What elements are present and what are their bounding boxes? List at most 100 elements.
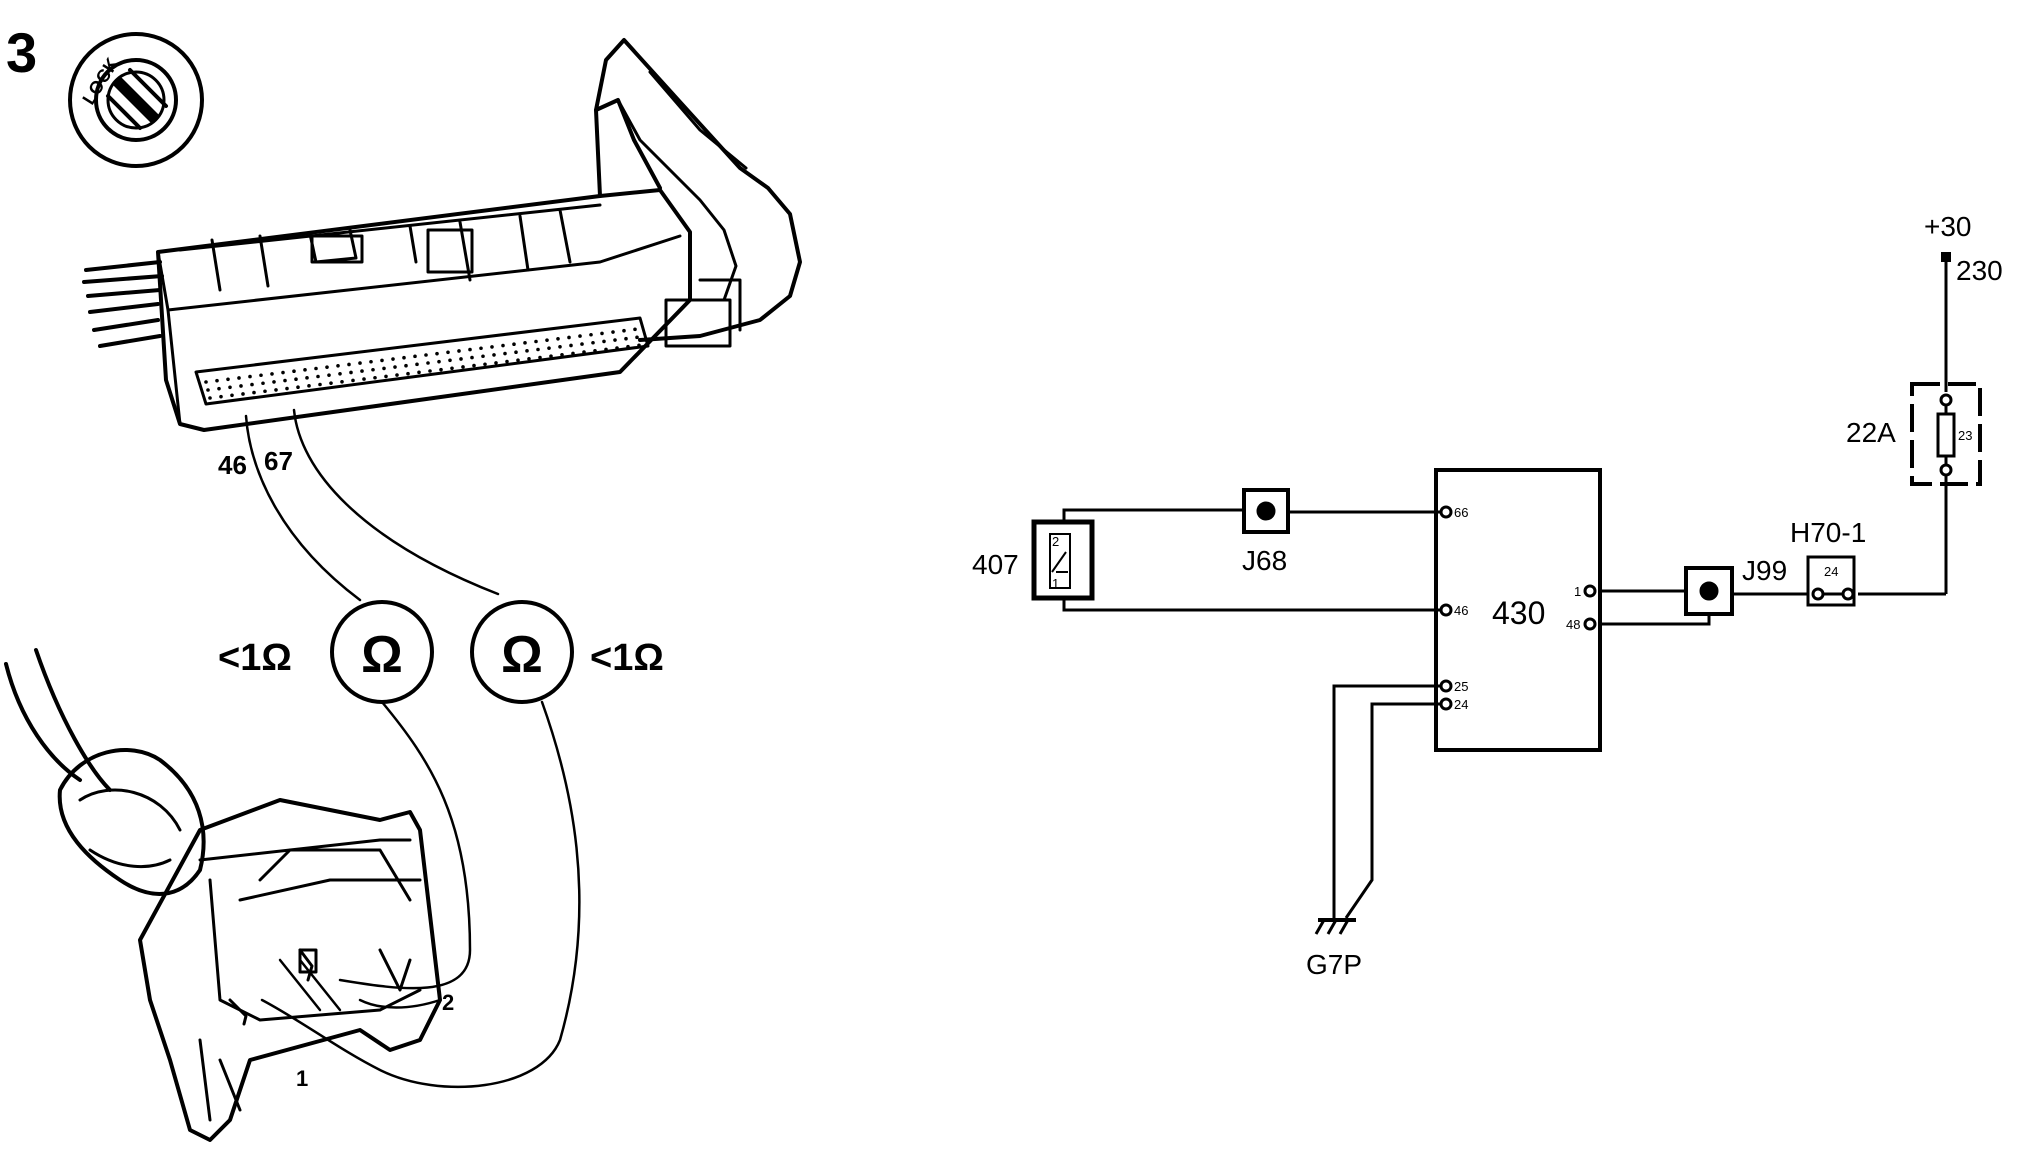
- connector-pin: [424, 353, 428, 357]
- ecu-pin-46: 46: [218, 450, 247, 480]
- connector-pin: [591, 340, 595, 345]
- connector-pin: [556, 337, 560, 341]
- connector-pin: [307, 384, 311, 388]
- connector-pin: [611, 330, 615, 334]
- connector-pin: [494, 361, 498, 365]
- connector-pin: [347, 362, 351, 367]
- connector-pin: [483, 362, 487, 367]
- connector-pin: [327, 373, 331, 377]
- connector-pin: [415, 362, 419, 367]
- junction-j99-label: J99: [1742, 555, 1787, 586]
- connector-pin: [589, 332, 593, 337]
- meter-right-symbol: Ω: [501, 626, 543, 684]
- connector-pin: [369, 359, 373, 364]
- connector-pin: [272, 380, 276, 384]
- connector-pin: [274, 388, 278, 392]
- connector-pin: [316, 374, 320, 379]
- connector-pin: [479, 346, 483, 351]
- connector-pin: [230, 393, 234, 398]
- connector-pin: [252, 390, 256, 395]
- connector-pin: [527, 357, 531, 361]
- connector-pin: [602, 339, 606, 344]
- connector-pin: [360, 369, 364, 373]
- connector-pin: [406, 371, 410, 376]
- connector-pin: [492, 353, 496, 357]
- sensor-pin-top: 2: [1052, 534, 1059, 549]
- connector-pin: [219, 394, 223, 399]
- connector-pin: [318, 382, 322, 387]
- sensor-pin-bottom: 1: [1052, 576, 1059, 591]
- connector-pin: [263, 389, 267, 394]
- sensor-connector: 2 1: [4, 648, 454, 1142]
- step-number: 3: [6, 21, 37, 84]
- connector-pin: [250, 382, 254, 387]
- junction-j68-label: J68: [1242, 545, 1287, 576]
- connector-pin: [457, 349, 461, 353]
- connector-pin: [635, 335, 639, 340]
- wiring-schematic: +30 230 23 22A H70-1 24: [972, 211, 2003, 980]
- connector-pin: [468, 347, 472, 352]
- connector-pin: [351, 378, 355, 383]
- connector-pin: [578, 334, 582, 338]
- connector-pin: [206, 388, 210, 392]
- connector-pin: [547, 346, 551, 350]
- connector-pin: [303, 368, 307, 372]
- connector-pin: [446, 350, 450, 355]
- connector-pin: [314, 366, 318, 371]
- connector-pin: [615, 346, 619, 350]
- connector-pin: [604, 347, 608, 352]
- connector-pin: [461, 365, 465, 369]
- sensor-407: 2 1 407: [972, 519, 1095, 601]
- connector-pin: [382, 366, 386, 371]
- connector-pin: [450, 366, 454, 371]
- connector-pin: [505, 359, 509, 364]
- ecu-pin-46-schem: 46: [1454, 603, 1468, 618]
- connector-pin: [448, 358, 452, 363]
- connector-pin: [525, 349, 529, 353]
- connector-pin: [545, 338, 549, 342]
- connector-pin: [472, 363, 476, 368]
- connector-pin: [305, 376, 309, 380]
- connector-pin: [285, 386, 289, 391]
- sensor-pin-2: 2: [442, 990, 454, 1015]
- ecu-pin-66: 66: [1454, 505, 1468, 520]
- connector-pin: [501, 343, 505, 348]
- meter-right-reading: <1Ω: [590, 637, 664, 679]
- ohmmeter-right: Ω <1Ω: [470, 600, 664, 704]
- connector-pin: [600, 331, 604, 336]
- ecu-pin-48: 48: [1566, 617, 1580, 632]
- connector-pin: [613, 338, 617, 342]
- supply-terminal: [1941, 252, 1951, 262]
- connector-pin: [226, 377, 230, 382]
- connector-pin: [259, 373, 263, 378]
- lock-icon: LOCK: [68, 32, 204, 168]
- ecu-430: 430 66 46 25 24 1 48: [1434, 468, 1602, 752]
- connector-pin: [580, 342, 584, 346]
- connector-pin: [217, 386, 221, 391]
- connector-pin: [582, 350, 586, 354]
- connector-pin: [426, 361, 430, 365]
- ecu-pin-24: 24: [1454, 697, 1468, 712]
- connector-pin: [292, 369, 296, 374]
- connector-pin: [296, 385, 300, 390]
- relay-label: H70-1: [1790, 517, 1866, 548]
- connector-pin: [523, 341, 527, 345]
- connector-pin: [512, 342, 516, 347]
- connector-pin: [329, 381, 333, 385]
- connector-pin: [241, 392, 245, 396]
- connector-pin: [435, 351, 439, 356]
- ecu-label: 430: [1492, 595, 1545, 631]
- connector-pin: [637, 343, 641, 348]
- connector-pin: [560, 353, 564, 357]
- connector-pin: [626, 344, 630, 349]
- connector-pin: [437, 359, 441, 364]
- connector-pin: [248, 374, 252, 379]
- sensor-pin-1: 1: [296, 1066, 308, 1091]
- connector-pin: [270, 372, 274, 376]
- supply-label: +30: [1924, 211, 1972, 242]
- connector-pin: [569, 343, 573, 348]
- connector-pin: [371, 367, 375, 372]
- connector-pin: [428, 369, 432, 373]
- connector-pin: [514, 350, 518, 355]
- connector-pin: [622, 328, 626, 333]
